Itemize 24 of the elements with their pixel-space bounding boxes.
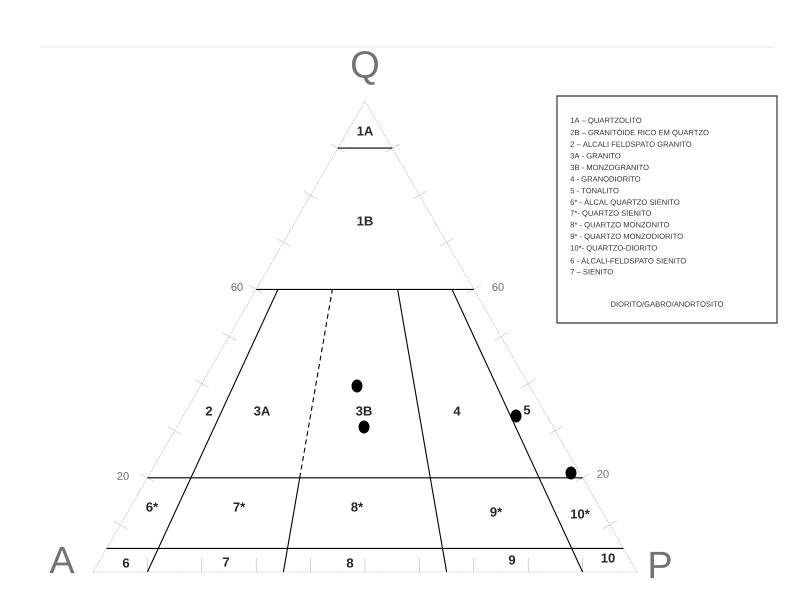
field-label: 2 (206, 406, 212, 416)
field-label: 9 (508, 555, 516, 565)
field-label: 3B (356, 406, 372, 416)
field-label: 8 (346, 558, 354, 568)
tick-value: 60 (492, 283, 504, 291)
field-label: 4 (454, 406, 461, 416)
field-label: 6* (146, 502, 158, 512)
tick-value: 60 (231, 283, 243, 291)
field-label: 3A (254, 406, 270, 416)
tick-value: 20 (597, 470, 609, 478)
field-label: 1A (358, 126, 373, 136)
field-label: 6 (122, 558, 130, 568)
field-label: 7* (233, 502, 246, 512)
field-label: 10 (602, 553, 615, 563)
field-label: 10* (571, 509, 590, 519)
field-label: 1B (358, 216, 373, 226)
vertex-label: P (650, 552, 671, 578)
vertex-label: Q (352, 51, 378, 85)
field-label: 7 (222, 558, 230, 566)
vertex-label: A (49, 546, 75, 574)
field-label: 9* (490, 507, 502, 517)
tick-value: 20 (117, 472, 129, 480)
field-label: 5 (524, 405, 530, 415)
field-label: 8* (351, 502, 364, 512)
